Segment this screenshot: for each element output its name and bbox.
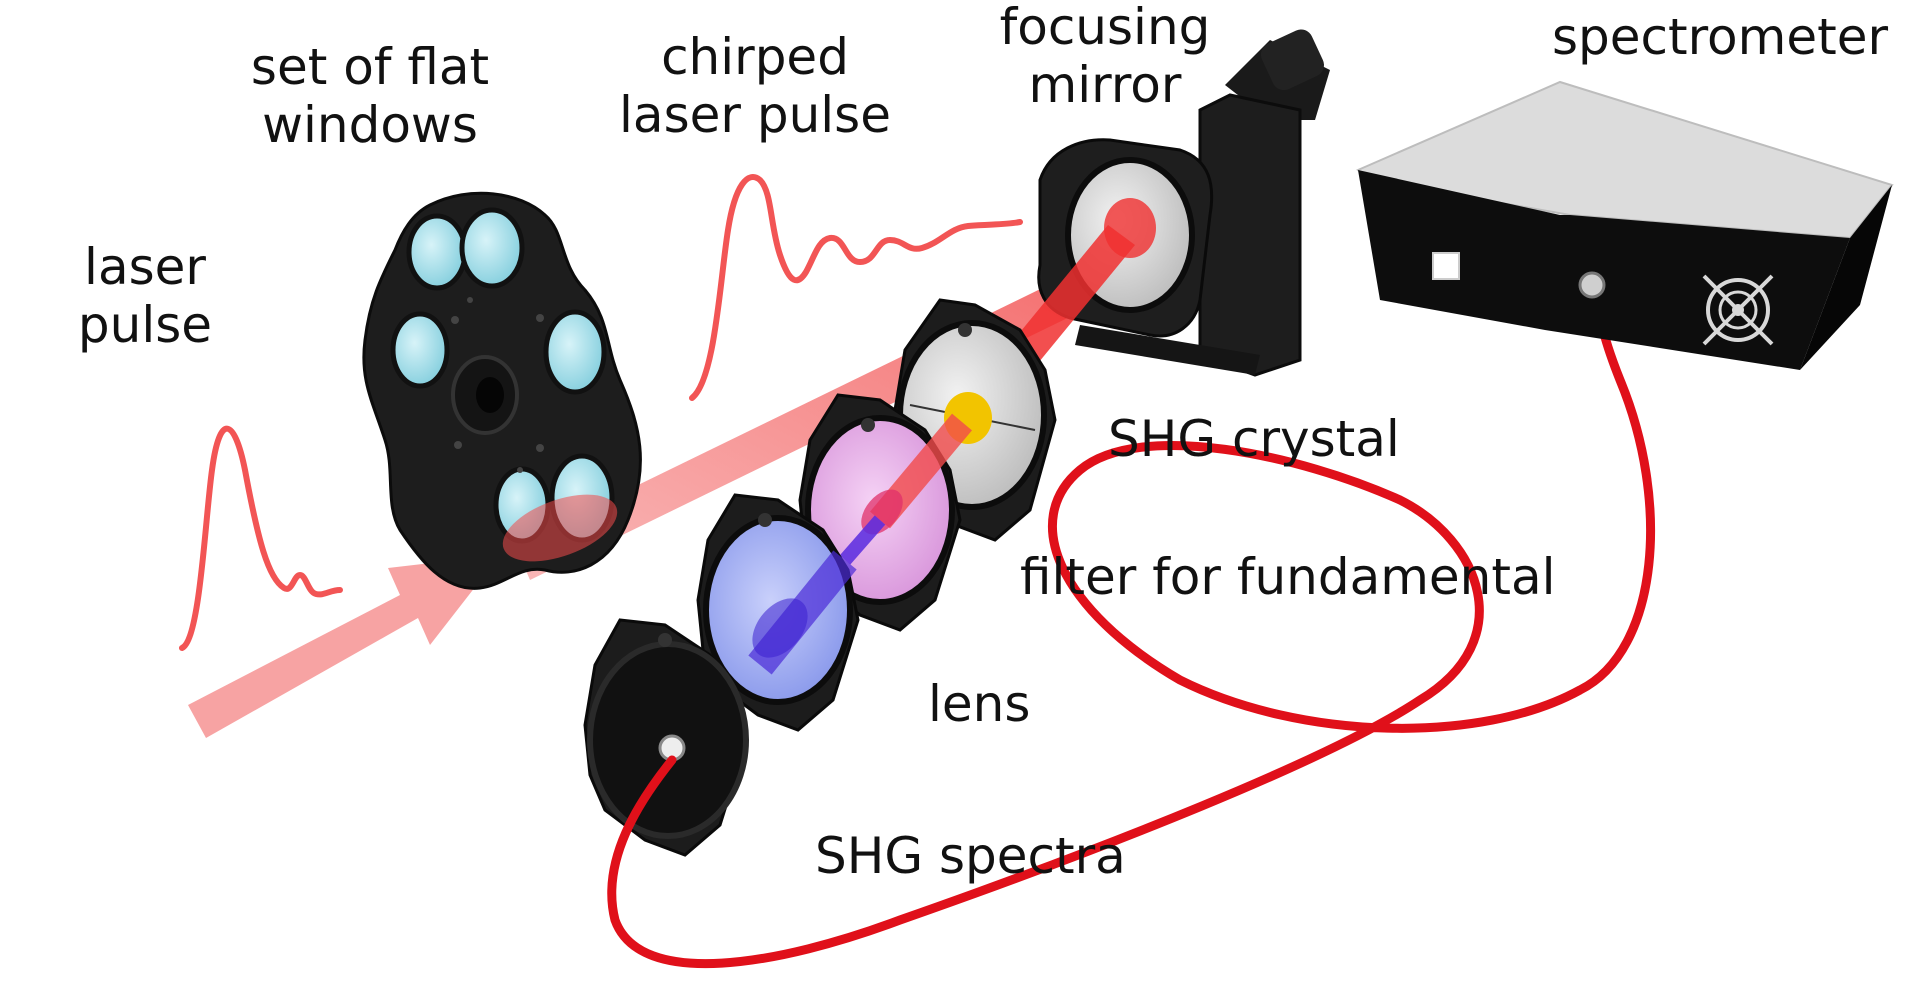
label-line: SHG spectra [815, 827, 1126, 885]
label-line: mirror [1028, 56, 1182, 114]
fiber-coupler-mount [583, 618, 749, 857]
spectrometer-fiber-port-icon [1578, 271, 1606, 299]
optical-fiber [607, 280, 1656, 968]
incoming-beam-arrow [188, 555, 500, 738]
flat-window [406, 213, 468, 291]
spectrometer-box [1356, 80, 1894, 370]
filter-wheel [362, 191, 642, 590]
chirped-pulse-waveform [689, 174, 1023, 401]
label-shg-crystal: SHG crystal [1108, 410, 1400, 468]
label-shg-spectra: SHG spectra [815, 827, 1126, 885]
label-flat-windows: set of flat windows [220, 38, 520, 154]
label-focusing-mirror: focusing mirror [955, 0, 1255, 114]
label-line: filter for fundamental [1020, 548, 1556, 606]
label-line: set of flat [250, 38, 490, 96]
label-line: laser [84, 238, 206, 296]
flat-window [459, 207, 525, 289]
label-line: chirped [661, 28, 849, 86]
lens-mount [696, 493, 860, 732]
filter-mount [798, 393, 972, 632]
laser-pulse-waveform [179, 425, 343, 651]
label-line: focusing [999, 0, 1211, 56]
flat-window [543, 309, 607, 395]
label-line: laser pulse [619, 86, 891, 144]
label-filter: filter for fundamental [1020, 548, 1556, 606]
label-chirped-pulse: chirped laser pulse [590, 28, 920, 144]
label-spectrometer: spectrometer [1530, 8, 1910, 66]
flat-window [390, 311, 450, 389]
label-line: spectrometer [1551, 8, 1889, 66]
label-laser-pulse: laser pulse [60, 238, 230, 354]
label-lens: lens [928, 675, 1030, 733]
fan-icon [1700, 272, 1776, 348]
label-line: windows [262, 96, 478, 154]
spectrometer-indicator [1432, 252, 1460, 280]
label-line: pulse [77, 296, 213, 354]
label-line: lens [928, 675, 1031, 733]
label-line: SHG crystal [1108, 410, 1400, 468]
